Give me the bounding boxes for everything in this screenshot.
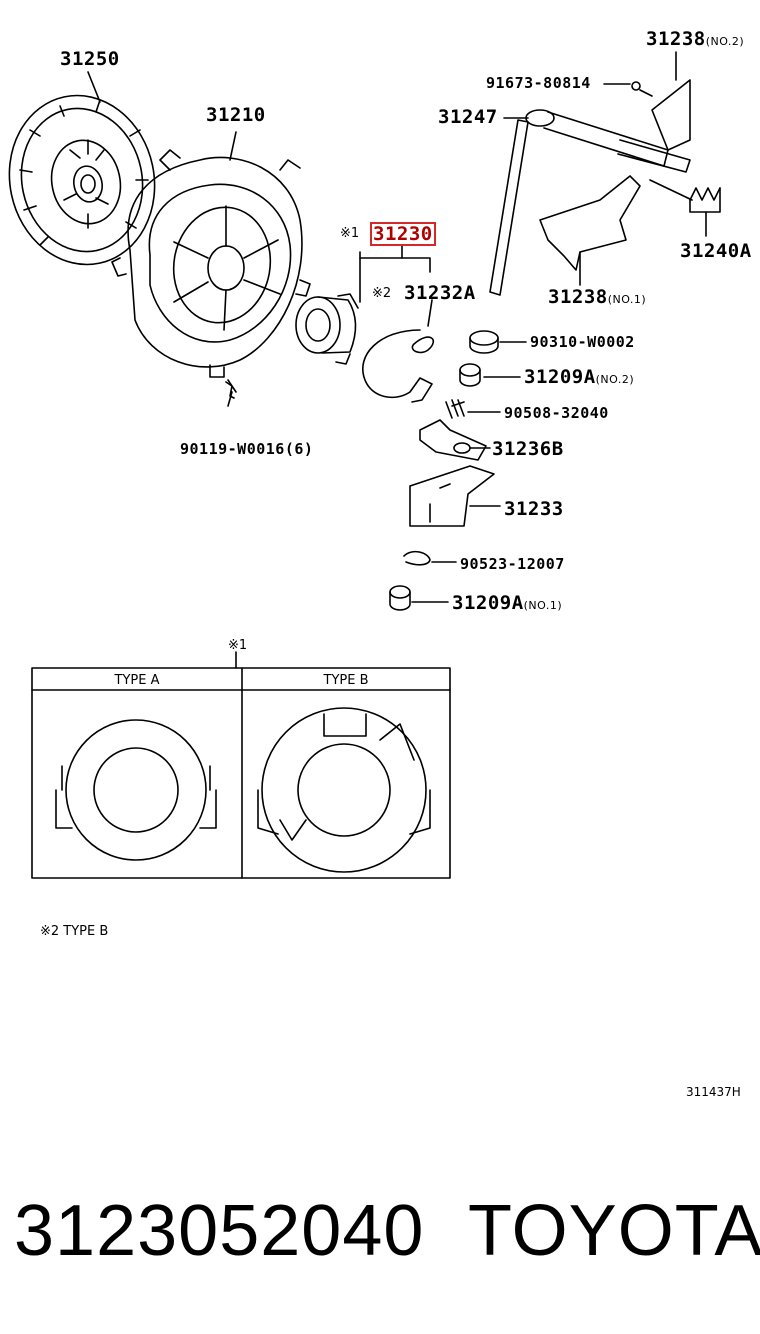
bushing-no1-drawing <box>389 585 449 611</box>
part-label-31232a[interactable]: 31232A <box>404 282 476 304</box>
part-variant: (NO.2) <box>705 35 745 48</box>
type-a-heading: TYPE A <box>114 673 160 688</box>
part-label-31209a-no2[interactable]: 31209A(NO.2) <box>524 366 634 388</box>
part-variant: (NO.1) <box>523 599 563 612</box>
release-clip-drawing <box>362 299 434 403</box>
part-number: 31238 <box>646 28 706 50</box>
part-label-90508-32040[interactable]: 90508-32040 <box>504 404 609 422</box>
part-label-31247[interactable]: 31247 <box>438 106 498 128</box>
part-label-90523-12007[interactable]: 90523-12007 <box>460 555 565 573</box>
clutch-disc-drawing <box>8 71 156 266</box>
footer-part-number: 3123052040 <box>14 1191 425 1271</box>
spring-drawing <box>649 179 721 237</box>
fork-shaft-drawing <box>489 109 691 296</box>
part-label-31209a-no1[interactable]: 31209A(NO.1) <box>452 592 562 614</box>
mark1-note: ※1 <box>340 226 360 241</box>
release-bearing-drawing <box>295 245 431 365</box>
part-variant: (NO.1) <box>607 293 647 306</box>
part-label-31238-no2[interactable]: 31238(NO.2) <box>646 28 744 50</box>
bushing-drawing <box>469 330 527 354</box>
diagram-code: 311437H <box>686 1085 741 1099</box>
mark2-type-note: ※2 TYPE B <box>40 924 109 939</box>
part-label-31210[interactable]: 31210 <box>206 104 266 126</box>
snap-ring-drawing <box>403 550 457 566</box>
pivot-drawing <box>419 419 491 461</box>
mark1-box-label: ※1 <box>228 638 248 653</box>
part-number: 31238 <box>548 286 608 308</box>
part-label-90310-w0002[interactable]: 90310-W0002 <box>530 333 635 351</box>
part-label-31238-no1[interactable]: 31238(NO.1) <box>548 286 646 308</box>
part-variant: (NO.2) <box>595 373 635 386</box>
part-label-31230[interactable]: 31230 <box>370 222 436 246</box>
type-b-heading: TYPE B <box>323 673 369 688</box>
mark2-note: ※2 <box>372 286 392 301</box>
part-label-31240a[interactable]: 31240A <box>680 240 752 262</box>
torsion-spring-drawing <box>445 399 501 419</box>
bracket-no2-drawing <box>603 51 691 151</box>
release-fork-drawing <box>409 465 501 527</box>
clutch-cover-drawing <box>111 131 311 407</box>
footer-brand: TOYOTA <box>468 1191 760 1271</box>
bracket-no1-drawing <box>539 175 641 286</box>
part-label-91673-80814[interactable]: 91673-80814 <box>486 74 591 92</box>
part-number: 31209A <box>452 592 524 614</box>
part-number: 31209A <box>524 366 596 388</box>
bushing-no2-drawing <box>459 363 521 387</box>
part-label-31233[interactable]: 31233 <box>504 498 564 520</box>
part-label-90119-w0016[interactable]: 90119-W0016(6) <box>180 440 314 458</box>
part-label-31250[interactable]: 31250 <box>60 48 120 70</box>
part-label-31236b[interactable]: 31236B <box>492 438 564 460</box>
type-comparison-box <box>31 651 451 879</box>
